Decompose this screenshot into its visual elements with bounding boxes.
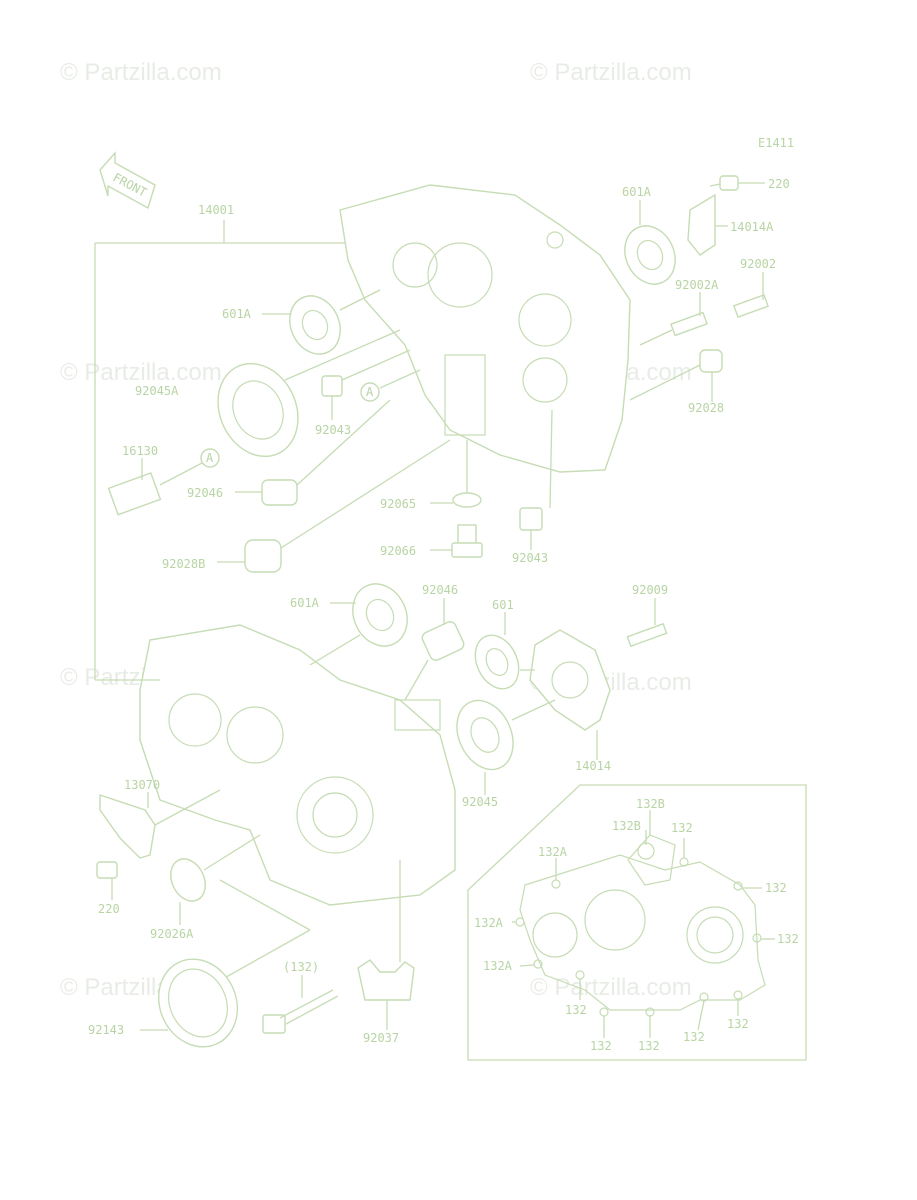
label-132-paren: (132) [283, 960, 319, 974]
label-92045: 92045 [462, 795, 498, 809]
cap-92028b [217, 439, 451, 573]
label-132: 132 [671, 821, 693, 835]
label-132: 132 [727, 1017, 749, 1031]
inset-labels: 132B 132B 132 132A 132 132A 132 132A 132… [474, 797, 799, 1053]
collar-92046-mid [404, 598, 465, 701]
label-14014a: 14014A [730, 220, 774, 234]
label-92028: 92028 [688, 401, 724, 415]
front-arrow-icon: FRONT [99, 151, 156, 210]
label-92043-lower: 92043 [512, 551, 548, 565]
label-132: 132 [777, 932, 799, 946]
label-92046-upper: 92046 [187, 486, 223, 500]
label-601: 601 [492, 598, 514, 612]
label-14014: 14014 [575, 759, 611, 773]
sleeve-92043-lower [519, 409, 553, 550]
bracket-lines-92143 [211, 879, 311, 986]
callout-letter: A [366, 385, 374, 399]
label-92037: 92037 [363, 1031, 399, 1045]
ring-92143 [140, 958, 239, 1048]
bracket-13070 [99, 789, 221, 859]
cap-92028 [629, 349, 723, 402]
callout-letter: A [206, 451, 214, 465]
clamp-92037 [357, 860, 415, 1030]
fitting-92002a [639, 292, 708, 346]
upper-crankcase-half [339, 184, 631, 473]
fitting-16130 [107, 458, 162, 516]
plug-92066 [430, 524, 483, 558]
label-132b: 132B [636, 797, 665, 811]
bearing-601a-top [624, 200, 676, 285]
watermark: © Partzilla.com [530, 59, 692, 86]
label-92066: 92066 [380, 544, 416, 558]
label-132: 132 [565, 1003, 587, 1017]
bearing-92045 [456, 699, 556, 795]
label-132a: 132A [474, 916, 504, 930]
label-92026a: 92026A [150, 927, 194, 941]
bolt-220-bottom [96, 861, 118, 900]
label-601a-top: 601A [622, 185, 652, 199]
label-92002a: 92002A [675, 278, 719, 292]
label-92046-mid: 92046 [422, 583, 458, 597]
part-labels: 14001 601A 220 14014A 92002 92002A 601A … [88, 177, 790, 1045]
label-92028b: 92028B [162, 557, 205, 571]
gasket-14014 [520, 629, 611, 760]
bearing-601a-mid [309, 583, 408, 666]
label-601a-mid: 601A [290, 596, 320, 610]
label-13070: 13070 [124, 778, 160, 792]
label-16130: 16130 [122, 444, 158, 458]
seal-92026a [170, 834, 261, 925]
bolt-220-top [709, 175, 765, 191]
diagram-code: E1411 [758, 136, 794, 150]
collar-92046-upper [235, 399, 391, 506]
label-132: 132 [638, 1039, 660, 1053]
lower-crankcase-half [139, 624, 456, 906]
label-14001: 14001 [198, 203, 234, 217]
bearing-92045a [217, 329, 401, 458]
watermark: © Partzilla.com [530, 974, 692, 1001]
assembly-bracket [94, 220, 345, 681]
bearing-601a-left [262, 289, 381, 355]
label-92002: 92002 [740, 257, 776, 271]
label-132: 132 [765, 881, 787, 895]
bearing-601 [474, 612, 520, 690]
label-220-bottom: 220 [98, 902, 120, 916]
label-92065: 92065 [380, 497, 416, 511]
watermark: © Partzilla.com [60, 59, 222, 86]
plate-14014a [687, 193, 728, 256]
sleeve-92043-upper [321, 349, 411, 420]
callout-a-upper: A [360, 369, 421, 402]
label-132a: 132A [538, 845, 568, 859]
label-92143: 92143 [88, 1023, 124, 1037]
label-132a: 132A [483, 959, 513, 973]
washer-92065 [430, 440, 482, 508]
label-92043-upper: 92043 [315, 423, 351, 437]
fitting-92002 [733, 272, 769, 319]
watermark: © Partzilla.com [60, 359, 222, 386]
bolt-92009 [626, 598, 668, 648]
label-132: 132 [590, 1039, 612, 1053]
label-601a-left: 601A [222, 307, 252, 321]
label-92045a: 92045A [135, 384, 179, 398]
label-132b: 132B [612, 819, 641, 833]
label-132: 132 [683, 1030, 705, 1044]
inset-gasket-bolts [467, 784, 807, 1061]
label-220-top: 220 [768, 177, 790, 191]
bolt-132 [262, 975, 339, 1034]
label-92009: 92009 [632, 583, 668, 597]
callout-a-lower: A [159, 448, 220, 486]
